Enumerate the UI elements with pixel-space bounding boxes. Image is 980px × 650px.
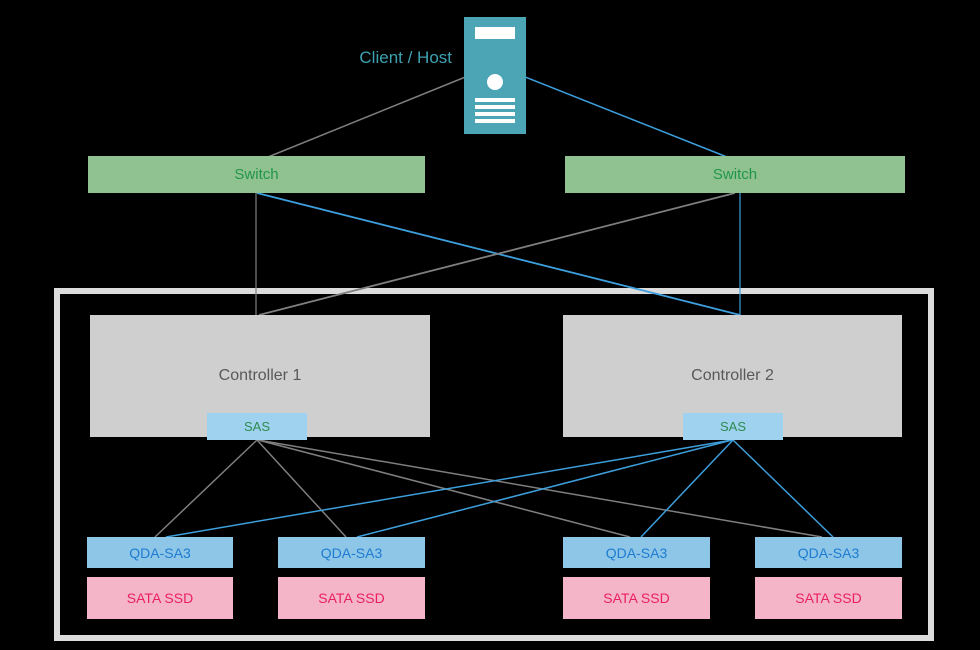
link-sas1-qda2	[256, 439, 347, 538]
drive-sata-ssd-4: SATA SSD	[755, 577, 902, 619]
link-sas1-qda4	[257, 439, 823, 538]
drive-sata-ssd-1: SATA SSD	[87, 577, 233, 619]
adapter-qda-sa3-2: QDA-SA3	[278, 537, 425, 568]
sas-port-controller-2: SAS	[683, 413, 783, 440]
switch-1: Switch	[88, 156, 425, 193]
server-vent-line	[475, 98, 515, 102]
link-client-switch2	[494, 64, 728, 158]
drive-sata-ssd-3: SATA SSD	[563, 577, 710, 619]
link-sas2-qda4	[732, 439, 834, 538]
switch-2: Switch	[565, 156, 905, 193]
server-vent-line	[475, 105, 515, 109]
link-switch2-controller1	[258, 192, 736, 316]
link-sas1-qda3	[257, 439, 631, 538]
server-power-button-icon	[487, 74, 503, 90]
adapter-qda-sa3-4: QDA-SA3	[755, 537, 902, 568]
client-host-label: Client / Host	[359, 48, 452, 67]
link-sas2-qda2	[356, 439, 733, 538]
server-drive-slot	[475, 27, 515, 39]
drive-sata-ssd-2: SATA SSD	[278, 577, 425, 619]
server-vent-line	[475, 119, 515, 123]
server-tower-icon	[464, 17, 526, 134]
link-sas1-qda1	[154, 439, 258, 538]
adapter-qda-sa3-1: QDA-SA3	[87, 537, 233, 568]
link-sas2-qda1	[165, 439, 733, 538]
adapter-qda-sa3-3: QDA-SA3	[563, 537, 710, 568]
server-vent-line	[475, 112, 515, 116]
link-sas2-qda3	[640, 439, 734, 538]
sas-port-controller-1: SAS	[207, 413, 307, 440]
storage-enclosure	[54, 288, 934, 641]
link-client-switch1	[267, 64, 496, 158]
